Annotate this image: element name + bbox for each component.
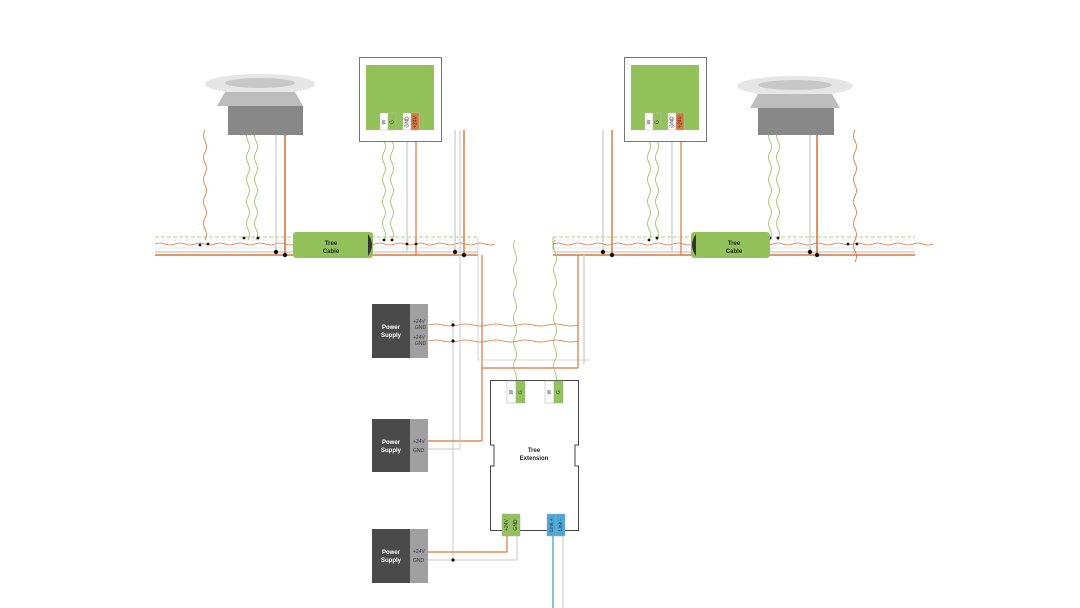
power-supply-2: Power Supply +24V GND [372,419,428,472]
junction-dot [600,249,606,255]
tree-cable-left: Tree Cable [293,232,373,258]
power-supply-1: Power Supply +24V GND +24V GND [372,304,428,358]
downlight-right [737,76,853,135]
tree-cable-label-1: Tree [325,241,338,247]
tree-cable-right: Tree Cable [691,232,770,258]
ps-label: Supply [381,448,402,454]
ps-terminal: GND [415,341,427,347]
downlight-left [205,74,315,135]
junction-dot [390,238,394,242]
ps-label: Power [382,325,401,331]
ps-label: Power [382,440,401,446]
ps-label: Supply [381,333,402,339]
junction-dot [451,323,455,327]
ps-terminal: GND [413,448,425,454]
twisted-wire [203,129,207,241]
twisted-wire [655,129,659,241]
terminal [553,380,564,404]
wires [154,129,934,608]
junction-dot [461,252,467,258]
junction-dot [609,252,615,258]
junction-dot [273,249,279,255]
junction-dot [451,339,455,343]
terminal-label-g: G [655,120,661,124]
junction-dot [807,249,813,255]
terminal [410,112,420,131]
terminal-label-w: W [547,389,553,394]
tree-cable-label-2: Cable [323,249,340,255]
terminal [555,513,566,537]
twisted-wire [853,129,857,263]
twisted-wire [776,129,780,241]
junction-dot [814,252,820,258]
twisted-wire [382,129,386,241]
terminal-label-link-plus: Link + [549,518,555,532]
junction-dot [382,238,386,242]
ps-terminal: +24V [413,319,425,325]
junction-dot [776,236,780,240]
junction-dot [414,242,418,246]
junction-dot [198,243,202,247]
ps-terminal: GND [415,325,427,331]
twisted-wire [390,129,394,241]
ps-label: Supply [381,558,402,564]
terminal [510,513,521,537]
terminal-label-w: W [382,119,388,124]
junction-dot [647,238,651,242]
power-supply-3: Power Supply +24V GND [372,529,428,583]
terminal-label-24v: +24V [413,115,419,127]
junction-dot [451,558,455,562]
twisted-wire [246,129,250,241]
junction-dot [452,249,458,255]
twisted-wire [513,239,517,385]
tree-cable-label-2: Cable [726,249,743,255]
tree-cable-label-1: Tree [728,241,741,247]
junction-dot [242,236,246,240]
terminal-label-gnd: GND [405,116,411,128]
terminal [387,112,397,131]
terminal-label-w: W [509,389,515,394]
terminal [675,112,685,131]
ps-terminal: +24V [413,549,425,555]
terminal-label-24v: +24V [678,115,684,127]
terminal-label-w: W [647,119,653,124]
terminal-label-g: G [390,120,396,124]
tree-extension-label: Tree [528,448,541,454]
tree-extension-label: Extension [520,456,549,462]
terminal [515,380,526,404]
junction-dot [405,242,409,246]
twisted-wire [254,129,258,241]
junction-dot [256,236,260,240]
twisted-wire [427,339,579,343]
junction-dot [282,252,288,258]
terminal-label-gnd: GND [670,116,676,128]
ps-terminal: +24V [413,439,425,445]
junction-dot [206,242,210,246]
junction-dot [855,242,859,246]
terminal-label-gnd: GND [513,519,519,531]
twisted-wire [647,129,651,241]
twisted-wire [768,129,772,241]
terminal-label-24v: +24V [504,518,510,530]
twisted-wire [553,239,557,385]
junction-dot [846,242,850,246]
terminal-label-link-minus: Link - [558,519,564,532]
terminal-label-g: G [518,390,524,394]
terminal-label-g: G [556,390,562,394]
ps-terminal: GND [413,558,425,564]
terminal [652,112,662,131]
junction-dot [655,236,659,240]
ps-terminal: +24V [413,335,425,341]
ps-label: Power [382,550,401,556]
